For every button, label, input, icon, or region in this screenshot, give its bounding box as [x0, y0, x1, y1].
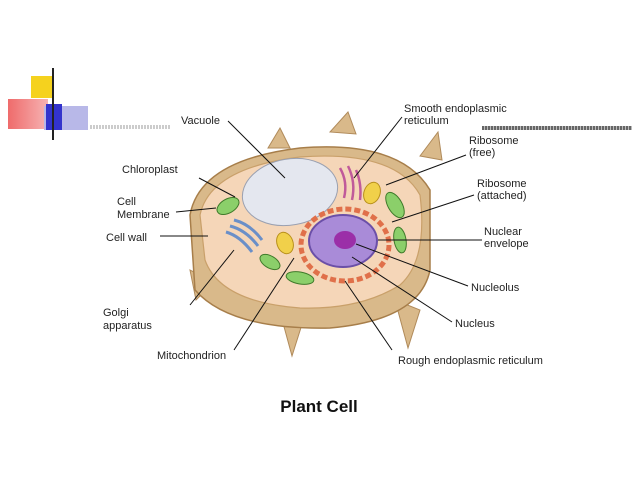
label-nucleolus: Nucleolus: [471, 282, 520, 294]
vacuole: [241, 157, 339, 227]
diagram-title: Plant Cell: [280, 397, 358, 416]
label-cell-wall: Cell wall: [106, 232, 147, 244]
label-ribosome-free-line2: (free): [469, 147, 496, 159]
smooth-er: [338, 165, 362, 201]
decor-left-rule: [90, 125, 170, 129]
decor-right-rule: [482, 126, 632, 130]
label-golgi-line1: Golgi: [103, 307, 129, 319]
label-ribosome-free-line1: Ribosome: [469, 135, 519, 147]
label-chloroplast: Chloroplast: [122, 164, 178, 176]
decor-yellow-square: [31, 76, 53, 98]
label-nuclear-envelope-line1: Nuclear: [484, 226, 522, 238]
chloroplasts: [216, 191, 407, 285]
label-rough-er: Rough endoplasmic reticulum: [398, 355, 543, 367]
label-vacuole: Vacuole: [181, 115, 220, 127]
label-golgi-line2: apparatus: [103, 320, 152, 332]
mitochondria: [276, 181, 381, 255]
label-ribosome-attached-line2: (attached): [477, 190, 527, 202]
leader-lines: [160, 116, 482, 351]
label-smooth-er-line2: reticulum: [404, 115, 449, 127]
nucleolus: [334, 231, 356, 249]
decor-vertical-line: [52, 68, 54, 140]
label-ribosome-attached-line1: Ribosome: [477, 178, 527, 190]
label-cell-membrane-line2: Membrane: [117, 209, 170, 221]
decor-red-square: [8, 99, 48, 129]
label-nucleus: Nucleus: [455, 318, 495, 330]
label-cell-membrane-line1: Cell: [117, 196, 136, 208]
label-nuclear-envelope-line2: envelope: [484, 238, 529, 250]
label-mitochondrion: Mitochondrion: [157, 350, 227, 362]
golgi-apparatus: [225, 218, 264, 253]
rough-er: [298, 206, 392, 284]
decor-blue-square: [46, 104, 62, 130]
label-smooth-er-line1: Smooth endoplasmic: [404, 103, 507, 115]
